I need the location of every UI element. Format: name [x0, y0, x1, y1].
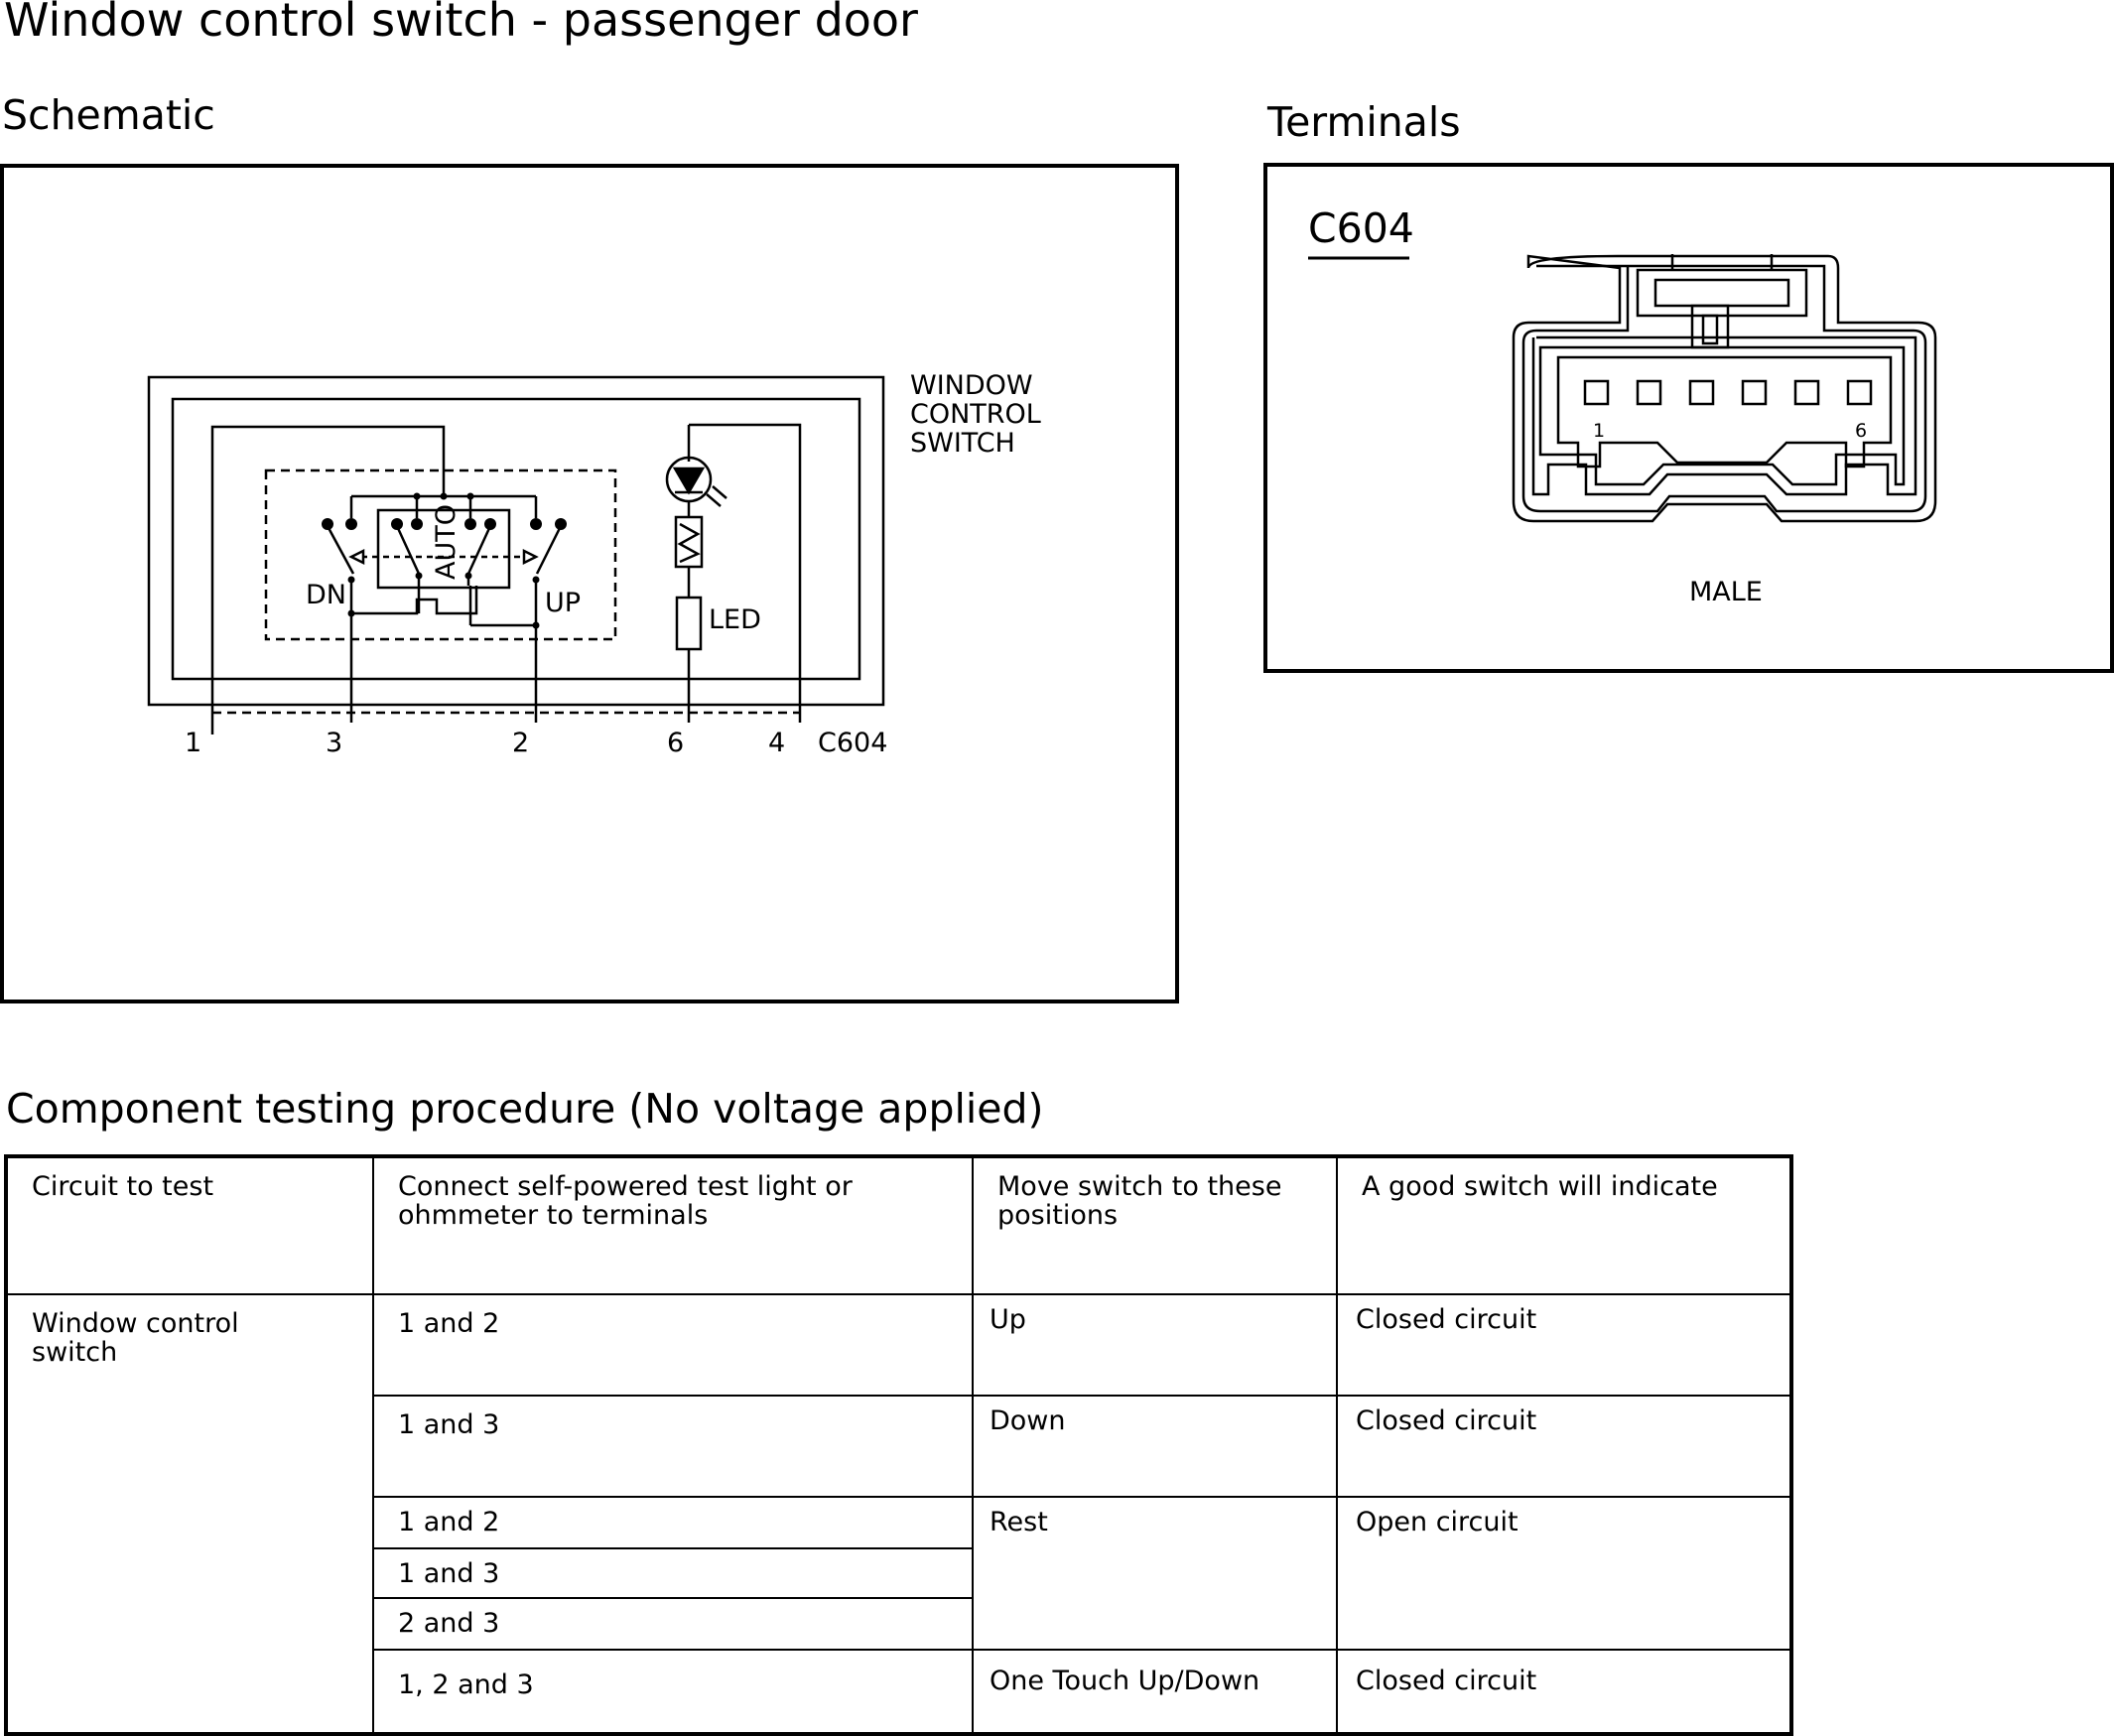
pin-label-4: 4 [768, 728, 785, 758]
table-row: 2 and 3 [6, 1597, 1791, 1651]
procedure-heading: Component testing procedure (No voltage … [6, 1085, 1044, 1133]
connector-label: C604 [818, 728, 887, 758]
switch-name-line2: CONTROL [910, 399, 1041, 430]
auto-box [376, 508, 511, 590]
led-resistor [675, 596, 703, 651]
connector-face-outline [1512, 254, 1937, 523]
cell-position: Up [972, 1293, 1338, 1397]
terminal-cavity-2 [1636, 379, 1662, 406]
table-row: 1 and 3 [6, 1547, 1791, 1599]
header-indication: A good switch will indicate [1336, 1155, 1793, 1295]
label-up: UP [545, 588, 581, 618]
terminal-cavity-3 [1688, 379, 1715, 406]
header-circuit: Circuit to test [5, 1155, 374, 1295]
cell-result: Closed circuit [1336, 1395, 1793, 1498]
cell-terminals: 1 and 2 [372, 1293, 974, 1397]
wire-pin1 [210, 425, 446, 734]
terminals-connector-id: C604 [1308, 204, 1414, 252]
switch-name-line1: WINDOW [910, 370, 1033, 401]
terminal-cavity-5 [1793, 379, 1820, 406]
page-title: Window control switch - passenger door [4, 0, 918, 47]
cell-result: Open circuit [1336, 1496, 1793, 1651]
label-dn: DN [306, 580, 346, 610]
diagram-canvas: WINDOW CONTROL SWITCH DN UP AUTO LED 1 3… [147, 204, 1937, 758]
header-terminals: Connect self-powered test light or ohmme… [372, 1155, 974, 1295]
cell-position: Rest [972, 1496, 1338, 1651]
pin-label-2: 2 [512, 728, 529, 758]
connector-gender: MALE [1689, 577, 1763, 607]
terminal-cavity-1 [1583, 379, 1610, 406]
table-row: 1, 2 and 3 One Touch Up/Down Closed circ… [6, 1649, 1793, 1735]
cell-circuit: Window control switch [5, 1293, 374, 1735]
pin-label-3: 3 [326, 728, 342, 758]
blade-auto-left [395, 525, 421, 575]
procedure-table: Circuit to test Connect self-powered tes… [4, 1154, 1793, 1736]
blade-auto-right [466, 525, 492, 575]
cell-position: Down [972, 1395, 1338, 1498]
switch-name-line3: SWITCH [910, 428, 1015, 459]
cell-terminals: 1 and 3 [372, 1395, 974, 1498]
cell-result: Closed circuit [1336, 1293, 1793, 1397]
header-positions: Move switch to these positions [972, 1155, 1338, 1295]
blade-up [535, 525, 563, 575]
schematic-heading: Schematic [2, 91, 215, 139]
label-auto: AUTO [431, 504, 462, 580]
cell-terminals: 1 and 2 [372, 1496, 974, 1549]
terminals-heading: Terminals [1267, 98, 1461, 146]
table-row: 1 and 3 Down Closed circuit [6, 1395, 1793, 1498]
table-header-row: Circuit to test Connect self-powered tes… [5, 1155, 1793, 1295]
table-row: Window control switch 1 and 2 Up Closed … [5, 1293, 1793, 1735]
schematic-frame [0, 164, 1179, 1003]
terminal-cavity-6 [1846, 379, 1873, 406]
switch-housing-inner [171, 397, 861, 681]
switch-housing-outer [147, 375, 885, 707]
blade-dn [326, 525, 355, 575]
cell-terminals: 1, 2 and 3 [372, 1649, 974, 1735]
contact-dots [322, 492, 567, 629]
terminal-cavity-4 [1741, 379, 1768, 406]
window-control-switch-schematic [147, 375, 885, 734]
wire-crossover [351, 586, 478, 615]
label-led: LED [709, 604, 761, 635]
wire-pin4 [689, 423, 802, 723]
cell-terminals: 2 and 3 [372, 1597, 974, 1651]
cell-position: One Touch Up/Down [972, 1649, 1338, 1735]
cell-terminals: 1 and 3 [372, 1547, 974, 1599]
table-row: 1 and 2 Rest Open circuit [6, 1496, 1793, 1651]
terminal-cavities [1583, 379, 1873, 406]
terminal-pin-last: 6 [1855, 420, 1867, 442]
cell-result: Closed circuit [1336, 1649, 1793, 1735]
terminals-frame [1263, 163, 2114, 673]
pin-label-1: 1 [185, 728, 201, 758]
terminal-pin-first: 1 [1593, 420, 1605, 442]
switch-dashed-box [264, 468, 617, 641]
pin-label-6: 6 [667, 728, 684, 758]
